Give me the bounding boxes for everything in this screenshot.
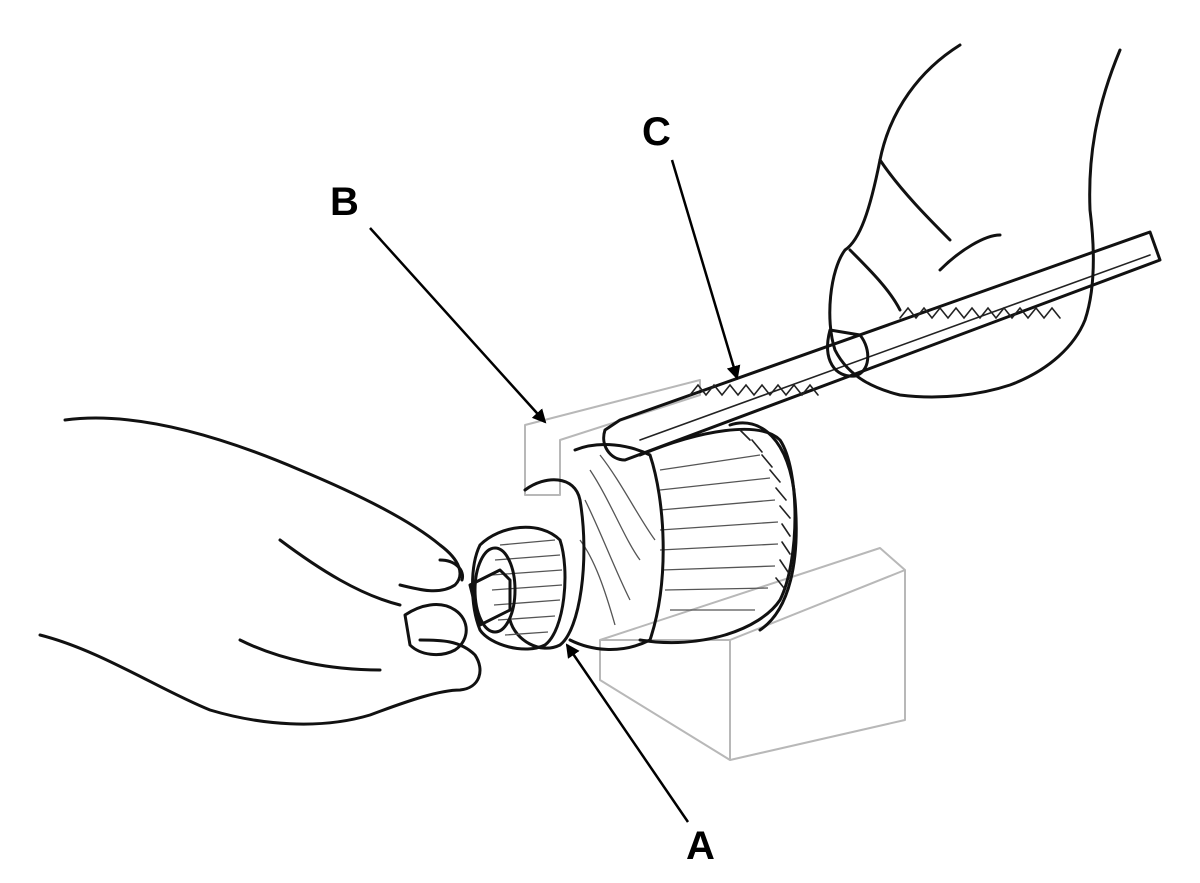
v-block-support-front — [599, 547, 906, 761]
right-hand — [826, 43, 1122, 399]
v-block-support-rear — [524, 379, 701, 496]
leader-lines — [369, 159, 741, 823]
leader-b-arrow — [369, 227, 547, 424]
armature — [468, 421, 798, 651]
callout-label-c: C — [642, 110, 671, 154]
hacksaw-blade — [602, 230, 1162, 462]
leader-a-arrow — [565, 643, 690, 823]
callout-label-a: A — [686, 824, 715, 868]
callout-label-b: B — [330, 180, 359, 224]
leader-c-arrow — [670, 159, 741, 380]
left-hand — [38, 416, 482, 726]
